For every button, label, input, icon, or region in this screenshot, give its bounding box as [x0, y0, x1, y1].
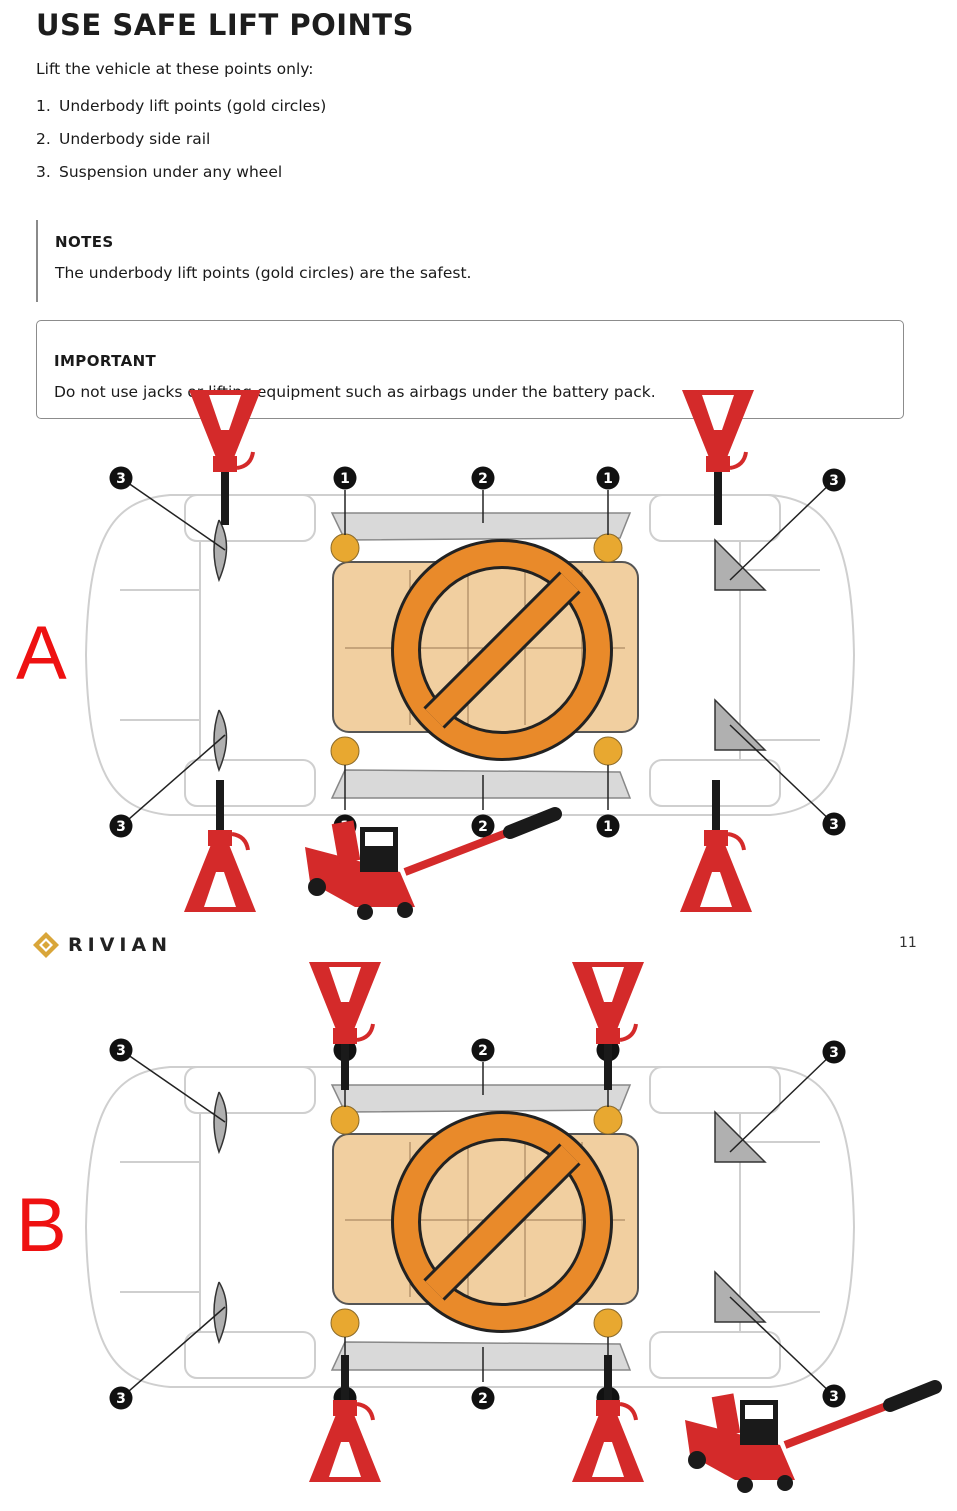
jack-stand-icon — [184, 780, 256, 912]
suspension-arm — [213, 519, 228, 583]
list-number: 1. — [36, 97, 51, 115]
page-title: USE SAFE LIFT POINTS — [36, 8, 414, 42]
callout-number: 3 — [829, 1389, 839, 1405]
lift-point-gold — [330, 736, 360, 766]
rivian-logo-icon — [33, 932, 59, 958]
callout-number: 2 — [478, 1391, 488, 1407]
wheel — [649, 1331, 781, 1379]
diagram-b: 3333221111 — [84, 962, 942, 1493]
callout-number: 2 — [478, 819, 488, 835]
callout-number: 3 — [116, 471, 126, 487]
callout-number: 1 — [603, 819, 613, 835]
list-text: Underbody lift points (gold circles) — [59, 97, 327, 115]
jack-stand-icon — [682, 390, 754, 525]
page-number: 11 — [899, 935, 917, 951]
callout-marker: 2 — [471, 814, 495, 838]
diagram-label-b: B — [16, 1183, 67, 1268]
suspension-arm — [714, 538, 767, 591]
suspension-arm — [714, 1110, 767, 1163]
jack-stand-icon — [309, 962, 381, 1090]
lift-point-gold — [330, 1105, 360, 1135]
floor-jack-icon — [305, 807, 562, 920]
suspension-arm — [714, 1270, 767, 1323]
floor-jack-icon — [685, 1380, 942, 1493]
notes-heading: NOTES — [55, 233, 114, 251]
list-item: 1. Underbody lift points (gold circles) — [36, 94, 326, 127]
callout-marker: 3 — [822, 812, 846, 836]
callout-number: 3 — [829, 1045, 839, 1061]
callout-number: 2 — [478, 471, 488, 487]
callout-number: 2 — [478, 1043, 488, 1059]
callout-marker: 3 — [822, 1384, 846, 1408]
callout-number: 3 — [116, 819, 126, 835]
callout-number: 3 — [829, 473, 839, 489]
list-item: 3. Suspension under any wheel — [36, 160, 326, 193]
callout-marker: 2 — [471, 1386, 495, 1410]
callout-marker: 1 — [333, 466, 357, 490]
callout-number: 1 — [340, 471, 350, 487]
intro-text: Lift the vehicle at these points only: — [36, 60, 314, 78]
callout-marker: 1 — [596, 466, 620, 490]
jack-stand-icon — [572, 1355, 644, 1482]
list-text: Underbody side rail — [59, 130, 211, 148]
callout-marker: 2 — [471, 1038, 495, 1062]
side-rail — [330, 1341, 632, 1371]
callout-marker: 1 — [596, 814, 620, 838]
callout-marker: 3 — [822, 1040, 846, 1064]
callout-marker: 2 — [471, 466, 495, 490]
callout-marker: 3 — [822, 468, 846, 492]
list-number: 3. — [36, 163, 51, 181]
lift-point-gold — [330, 1308, 360, 1338]
jack-stand-icon — [572, 962, 644, 1090]
callout-marker: 3 — [109, 466, 133, 490]
diagram-label-a: A — [16, 611, 67, 696]
brand-name: RIVIAN — [68, 934, 173, 956]
callout-number: 3 — [116, 1043, 126, 1059]
callout-marker: 3 — [109, 1038, 133, 1062]
lift-point-gold — [593, 736, 623, 766]
notes-text: The underbody lift points (gold circles)… — [55, 264, 472, 282]
notes-callout: NOTES The underbody lift points (gold ci… — [36, 220, 598, 302]
lift-point-gold — [593, 533, 623, 563]
leader-lines — [120, 477, 835, 827]
wheel — [184, 494, 316, 542]
side-rail — [330, 1084, 632, 1113]
important-heading: IMPORTANT — [54, 352, 157, 370]
diagram-a: 3333221111 — [84, 390, 856, 920]
wheel — [184, 759, 316, 807]
callout-number: 3 — [116, 1391, 126, 1407]
list-text: Suspension under any wheel — [59, 163, 283, 181]
wheel — [184, 1331, 316, 1379]
lift-point-gold — [330, 533, 360, 563]
jack-stand-icon — [309, 1355, 381, 1482]
callout-number: 3 — [829, 817, 839, 833]
callout-number: 1 — [603, 471, 613, 487]
lift-point-gold — [593, 1308, 623, 1338]
side-rail — [330, 512, 632, 541]
vehicle-outline — [84, 1066, 856, 1388]
wheel — [184, 1066, 316, 1114]
suspension-arm — [213, 1091, 228, 1155]
suspension-arm — [714, 698, 767, 751]
prohibition-icon — [391, 539, 613, 761]
jack-stand-icon — [189, 390, 261, 525]
jack-stand-icon — [680, 780, 752, 912]
lift-point-gold — [593, 1105, 623, 1135]
side-rail — [330, 769, 632, 799]
prohibition-icon — [391, 1111, 613, 1333]
callout-marker: 3 — [109, 814, 133, 838]
lift-point-list: 1. Underbody lift points (gold circles) 2… — [36, 94, 326, 193]
rivian-logo: RIVIAN — [32, 930, 172, 960]
callout-marker: 3 — [109, 1386, 133, 1410]
wheel — [649, 1066, 781, 1114]
list-item: 2. Underbody side rail — [36, 127, 326, 160]
list-number: 2. — [36, 130, 51, 148]
